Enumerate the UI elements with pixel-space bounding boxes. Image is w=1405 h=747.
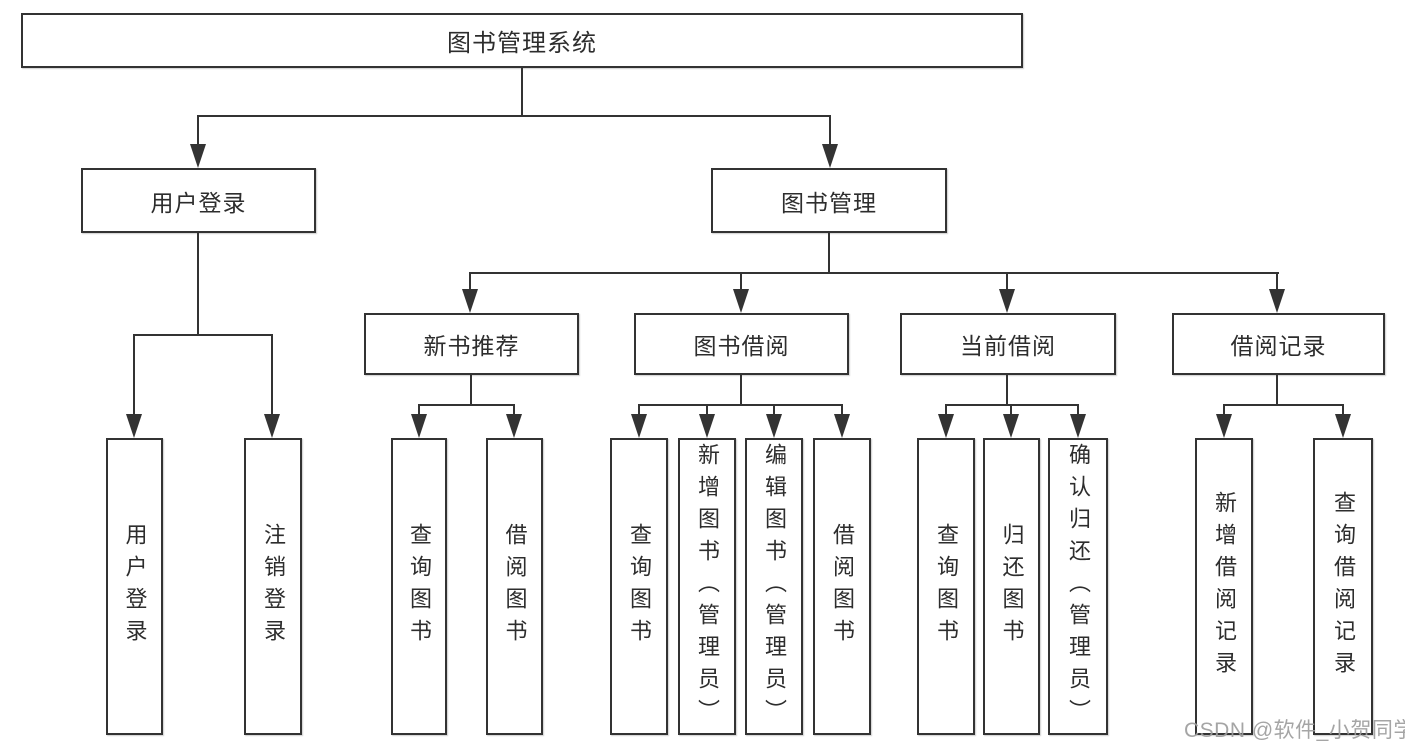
arrow-down-icon xyxy=(264,414,280,438)
arrow-down-icon xyxy=(190,144,206,168)
arrow-down-icon xyxy=(411,414,427,438)
csdn-watermark: CSDN @软件_小贺同学 xyxy=(1184,719,1405,742)
node-label: 编辑图书（管理员） xyxy=(762,442,787,731)
node-current-borrowing: 当前借阅 xyxy=(900,313,1116,375)
connector-line xyxy=(945,404,1079,406)
node-current-confirm-return-admin: 确认归还（管理员） xyxy=(1048,438,1108,735)
arrow-down-icon xyxy=(462,289,478,313)
node-new-book-recommend: 新书推荐 xyxy=(364,313,579,375)
connector-line xyxy=(469,272,1279,274)
node-borrowing-edit-books-admin: 编辑图书（管理员） xyxy=(745,438,803,735)
connector-line xyxy=(706,404,708,416)
node-borrowing-records: 借阅记录 xyxy=(1172,313,1385,375)
connector-line xyxy=(1010,404,1012,416)
node-user-login: 用户登录 xyxy=(81,168,316,233)
connector-line xyxy=(197,115,199,145)
connector-line xyxy=(513,404,515,416)
connector-line xyxy=(1276,375,1278,406)
node-user-login-action: 用户登录 xyxy=(106,438,163,735)
node-label: 查询图书 xyxy=(934,522,959,651)
node-borrowing-query-books: 查询图书 xyxy=(610,438,668,735)
node-label: 借阅记录 xyxy=(1230,333,1327,359)
node-label: 借阅图书 xyxy=(830,522,855,651)
node-label: 图书借阅 xyxy=(693,333,790,359)
connector-line xyxy=(271,334,273,416)
connector-line xyxy=(469,272,471,291)
arrow-down-icon xyxy=(506,414,522,438)
connector-line xyxy=(1223,404,1225,416)
node-system-root: 图书管理系统 xyxy=(21,13,1023,68)
connector-line xyxy=(418,404,515,406)
node-label: 当前借阅 xyxy=(960,333,1056,359)
connector-line xyxy=(841,404,843,416)
node-label: 用户登录 xyxy=(150,189,247,216)
connector-line xyxy=(828,233,830,274)
node-label: 新增图书（管理员） xyxy=(695,442,720,731)
node-borrowing-add-books-admin: 新增图书（管理员） xyxy=(678,438,736,735)
node-label: 新书推荐 xyxy=(423,333,520,359)
connector-line xyxy=(197,115,831,117)
arrow-down-icon xyxy=(1070,414,1086,438)
connector-line xyxy=(197,233,199,336)
connector-line xyxy=(1006,272,1008,291)
connector-line xyxy=(1342,404,1344,416)
node-book-borrowing: 图书借阅 xyxy=(634,313,849,375)
arrow-down-icon xyxy=(1003,414,1019,438)
arrow-down-icon xyxy=(766,414,782,438)
node-label: 借阅图书 xyxy=(502,522,528,651)
connector-line xyxy=(638,404,843,406)
connector-line xyxy=(638,404,640,416)
node-label: 用户登录 xyxy=(122,522,148,651)
connector-line xyxy=(1077,404,1079,416)
connector-line xyxy=(418,404,420,416)
node-records-add-record: 新增借阅记录 xyxy=(1195,438,1253,735)
connector-line xyxy=(773,404,775,416)
arrow-down-icon xyxy=(631,414,647,438)
arrow-down-icon xyxy=(1269,289,1285,313)
node-label: 新增借阅记录 xyxy=(1212,490,1237,683)
connector-line xyxy=(1276,272,1278,291)
arrow-down-icon xyxy=(699,414,715,438)
arrow-down-icon xyxy=(733,289,749,313)
node-label: 图书管理 xyxy=(781,189,877,216)
connector-line xyxy=(829,115,831,145)
node-label: 查询借阅记录 xyxy=(1331,490,1356,683)
node-label: 查询图书 xyxy=(627,522,652,651)
arrow-down-icon xyxy=(834,414,850,438)
connector-line xyxy=(133,334,273,336)
node-label: 图书管理系统 xyxy=(447,30,597,57)
node-label: 查询图书 xyxy=(407,522,432,651)
arrow-down-icon xyxy=(126,414,142,438)
connector-line xyxy=(470,375,472,406)
arrow-down-icon xyxy=(1335,414,1351,438)
node-label: 注销登录 xyxy=(261,522,286,651)
node-label: 确认归还（管理员） xyxy=(1066,442,1091,731)
connector-line xyxy=(740,272,742,291)
connector-line xyxy=(945,404,947,416)
node-recommend-borrow-books: 借阅图书 xyxy=(486,438,543,735)
node-logout-action: 注销登录 xyxy=(244,438,302,735)
node-recommend-query-books: 查询图书 xyxy=(391,438,447,735)
arrow-down-icon xyxy=(999,289,1015,313)
arrow-down-icon xyxy=(1216,414,1232,438)
arrow-down-icon xyxy=(938,414,954,438)
node-current-return-books: 归还图书 xyxy=(983,438,1040,735)
node-book-management: 图书管理 xyxy=(711,168,947,233)
connector-line xyxy=(1223,404,1344,406)
node-records-query-record: 查询借阅记录 xyxy=(1313,438,1373,735)
connector-line xyxy=(521,68,523,117)
connector-line xyxy=(133,334,135,416)
connector-line xyxy=(1006,375,1008,406)
connector-line xyxy=(740,375,742,406)
node-borrowing-borrow-books: 借阅图书 xyxy=(813,438,871,735)
node-current-query-books: 查询图书 xyxy=(917,438,975,735)
node-label: 归还图书 xyxy=(999,522,1025,651)
arrow-down-icon xyxy=(822,144,838,168)
